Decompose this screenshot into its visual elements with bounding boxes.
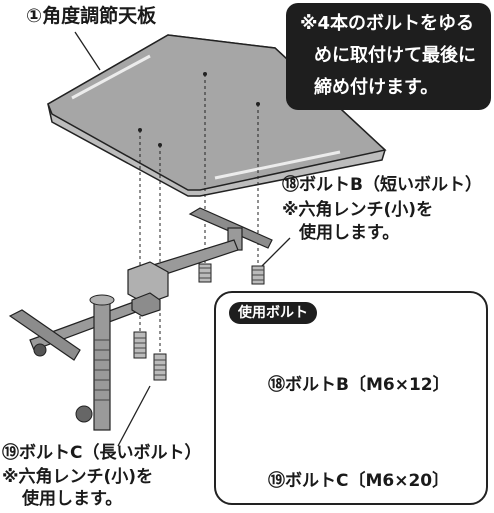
assembly-note-box: ※4本のボルトをゆる めに取付けて最後に 締め付けます。 [286, 3, 491, 110]
bolt-c-pair [133, 331, 167, 381]
clamp-block [127, 261, 169, 317]
used-bolts-badge: 使用ボルト [229, 302, 317, 324]
note-line-1: ※4本のボルトをゆる [300, 13, 475, 34]
part-label-plate: ①角度調節天板 [26, 5, 157, 27]
bolt-c-tool-note: ※六角レンチ(小)を [2, 467, 154, 487]
leader-line-plate [74, 31, 101, 71]
bolt-c-usage-note: 使用します。 [22, 489, 123, 509]
note-line-3: 締め付けます。 [314, 77, 439, 98]
bolt-spec-inset [214, 291, 488, 505]
bolt-b-usage-note: 使用します。 [299, 223, 400, 243]
vertical-post [75, 294, 115, 431]
bolt-b-pair [198, 263, 265, 285]
support-arm [8, 239, 239, 361]
bolt-hole-marks [138, 72, 260, 147]
bolt-b-label: ⑱ボルトB（短いボルト） [282, 175, 482, 195]
leader-line-bolt-b [261, 237, 291, 267]
bolt-b-spec: ⑱ボルトB〔M6×12〕 [268, 375, 450, 395]
leader-line-bolt-c [117, 385, 151, 447]
bolt-c-label: ⑲ボルトC（長いボルト） [2, 443, 202, 463]
bolt-b-tool-note: ※六角レンチ(小)を [282, 200, 434, 220]
note-line-2: めに取付けて最後に [314, 45, 476, 66]
bolt-c-spec: ⑲ボルトC〔M6×20〕 [268, 471, 450, 491]
